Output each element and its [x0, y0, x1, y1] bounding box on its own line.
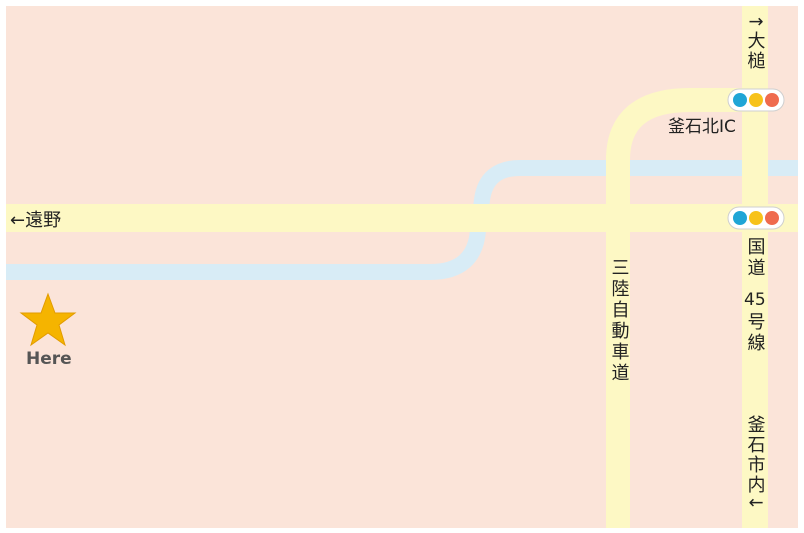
traffic-light-blue-lamp	[733, 93, 747, 107]
traffic-light-blue-lamp	[733, 211, 747, 225]
star-icon	[19, 292, 77, 347]
here-label: Here	[26, 349, 72, 369]
route-label: 国道	[745, 237, 766, 279]
interchange-label: 釜石北IC	[668, 117, 736, 137]
route-number-label: 45	[744, 290, 766, 310]
traffic-light-yellow-lamp	[749, 211, 763, 225]
traffic-light-yellow-lamp	[749, 93, 763, 107]
traffic-light-red-lamp	[765, 93, 779, 107]
traffic-light-red-lamp	[765, 211, 779, 225]
north-label: ↑大槌	[745, 14, 766, 71]
south-label: 釜石市内↓	[745, 415, 766, 512]
interchange-ramp	[606, 88, 760, 161]
traffic-light-interchange	[727, 88, 785, 112]
traffic-light-junction	[727, 206, 785, 230]
route-suffix-label: 号線	[745, 312, 766, 354]
expressway-label: 三陸自動車道	[609, 258, 630, 384]
west-label: ←遠野	[10, 210, 61, 231]
west-road	[6, 204, 798, 232]
